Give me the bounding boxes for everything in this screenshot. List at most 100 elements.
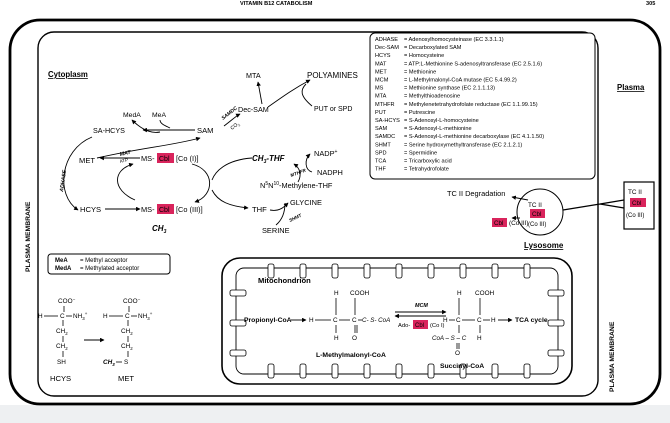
abbr-definition: = Spermidine	[404, 150, 437, 156]
atp-label: ATP	[119, 157, 128, 164]
svg-text:C: C	[477, 317, 482, 324]
glycine-node: GLYCINE	[290, 198, 322, 207]
nadph-node: NADPH	[317, 168, 343, 177]
abbr-term: MCM	[375, 78, 389, 84]
hcys-node: HCYS	[80, 205, 101, 214]
succinyl-coa-node: Succinyl-CoA	[440, 363, 484, 370]
svg-text:O: O	[455, 350, 460, 357]
svg-text:C: C	[456, 317, 461, 324]
thf-node: THF	[252, 205, 267, 214]
cbl-label-free: Cbl	[494, 220, 503, 227]
abbr-term: TCA	[375, 159, 386, 165]
svg-text:H: H	[309, 317, 314, 324]
mitochondrion	[221, 257, 573, 385]
svg-text:CH3: CH3	[103, 359, 115, 367]
svg-text:C: C	[125, 313, 130, 320]
ms-co1-suffix: [Co (I)]	[176, 154, 199, 163]
abbr-term: ADHASE	[375, 37, 398, 43]
svg-text:S: S	[124, 359, 128, 366]
methylene-thf-node: N5N10-Methylene-THF	[260, 181, 333, 190]
crista	[523, 363, 531, 379]
crista	[299, 363, 307, 379]
meda-abbr: MedA	[55, 266, 72, 272]
abbr-definition: = Homocysteine	[404, 53, 444, 59]
outer-cell-boundary	[8, 18, 662, 406]
svg-text:C- S- CoA: C- S- CoA	[362, 317, 390, 324]
crista	[427, 363, 435, 379]
plasma-tc2: TC II	[628, 189, 642, 196]
free-cbl-co3: (Co III)	[509, 220, 529, 227]
mitochondrion-label: Mitochondrion	[258, 276, 311, 285]
sam-node: SAM	[197, 126, 213, 135]
hcys-structure-label: HCYS	[50, 374, 71, 383]
crista	[547, 349, 565, 357]
svg-text:CH2: CH2	[121, 328, 133, 336]
crista	[395, 263, 403, 279]
abbr-term: MAT	[375, 61, 387, 67]
dec-sam-node: Dec-SAM	[238, 105, 269, 114]
abbr-definition: = Methylenetetrahydrofolate reductase (E…	[404, 102, 538, 108]
svg-text:COOH: COOH	[350, 290, 370, 297]
page-number: 305	[646, 1, 655, 7]
nadp-node: NADP+	[314, 149, 338, 158]
svg-text:O: O	[352, 335, 357, 342]
crista	[547, 289, 565, 297]
crista	[523, 263, 531, 279]
abbr-term: SPD	[375, 150, 387, 156]
abbr-term: THF	[375, 167, 386, 173]
lysosome-co3: (Co III)	[528, 222, 546, 228]
propionyl-coa-node: Propionyl-CoA	[244, 317, 292, 324]
abbr-definition: = Decarboxylated SAM	[404, 45, 462, 51]
plasma-co3: (Co III)	[626, 213, 644, 219]
met-structure-label: MET	[118, 374, 134, 383]
mthfr-enzyme: MTHFR	[290, 168, 307, 178]
svg-text:CH2: CH2	[56, 343, 68, 351]
svg-text:H: H	[457, 290, 462, 297]
mta-node: MTA	[246, 71, 261, 80]
ch3-thf-node: CH3-THF	[252, 154, 286, 165]
meda-def: = Methylated acceptor	[80, 266, 139, 272]
svg-text:COO−: COO−	[123, 297, 141, 306]
abbr-definition: = Putrescine	[404, 110, 435, 116]
cbl-label-mito: Cbl	[415, 323, 424, 329]
samdc-enzyme: SAMDC	[221, 105, 239, 121]
cbl-badge-lysosome	[530, 209, 545, 218]
svg-text:H: H	[491, 317, 496, 324]
abbr-term: PUT	[375, 110, 387, 116]
svg-text:C: C	[333, 317, 338, 324]
mea-node: MeA	[152, 112, 166, 119]
abbr-term: Dec-SAM	[375, 45, 399, 51]
abbr-term: SAM	[375, 126, 387, 132]
crista	[547, 319, 565, 327]
cbl-label-co3: Cbl	[159, 207, 170, 214]
abbr-definition: = Methionine	[404, 69, 436, 75]
ms-co3-suffix: [Co (III)]	[176, 205, 203, 214]
hcys-structure: COO− H C NH3+ CH2 CH2 SH HCYS	[38, 297, 88, 384]
cbl-label-plasma: Cbl	[632, 200, 641, 207]
abbreviation-list: ADHASE= Adenosylhomocysteinase (EC 3.3.1…	[375, 37, 544, 173]
ado-suffix: (Co I)	[430, 323, 445, 329]
abbr-term: SA-HCYS	[375, 118, 400, 124]
tca-cycle-node: TCA cycle	[515, 317, 548, 324]
serine-node: SERINE	[262, 226, 290, 235]
crista	[331, 363, 339, 379]
svg-text:NH3+: NH3+	[73, 311, 88, 321]
svg-text:H: H	[103, 313, 108, 320]
svg-text:C: C	[60, 313, 65, 320]
crista	[363, 363, 371, 379]
acceptor-legend	[47, 253, 171, 275]
sa-hcys-node: SA-HCYS	[93, 126, 125, 135]
cbl-badge-co3	[157, 204, 174, 214]
cbl-badge-co1	[157, 153, 174, 163]
cbl-badge-plasma	[630, 198, 646, 207]
svg-text:COO−: COO−	[58, 297, 76, 306]
crista	[459, 363, 467, 379]
put-spd-node: PUT or SPD	[314, 106, 352, 113]
abbr-term: MET	[375, 69, 387, 75]
abbr-definition: = Serine hydroxymethyltransferase (EC 2.…	[404, 142, 522, 148]
crista	[395, 363, 403, 379]
svg-text:H: H	[38, 313, 43, 320]
page-bottom-strip	[0, 405, 670, 423]
lysosome-tc2: TC II	[528, 202, 542, 209]
